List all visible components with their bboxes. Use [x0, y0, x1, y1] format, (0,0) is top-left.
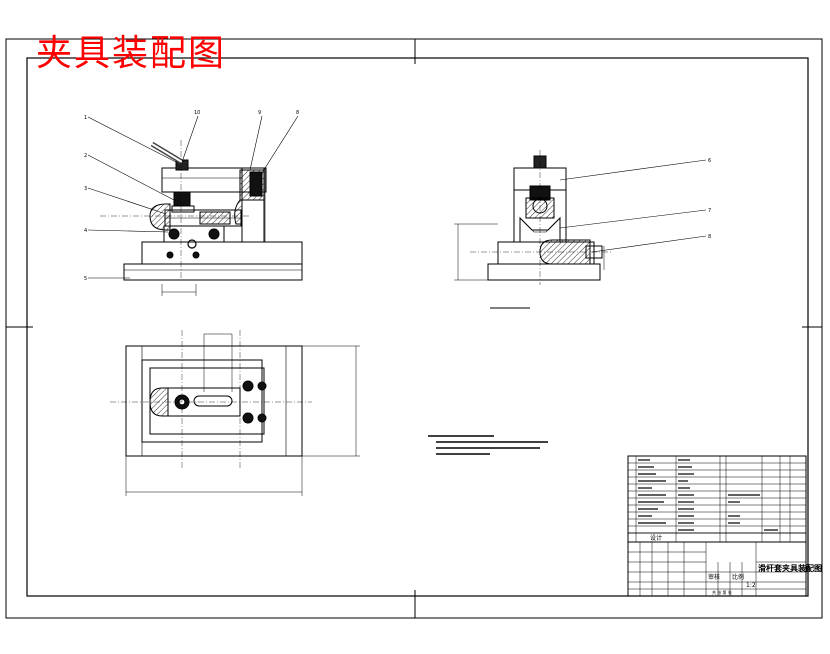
callout-2: 2 — [84, 153, 87, 159]
front-view-callouts: 1 2 3 4 5 10 9 8 — [84, 110, 299, 282]
drawing-title: 夹具装配图 — [36, 33, 227, 74]
scale-value: 1:2 — [746, 582, 756, 589]
title-block: 设计 — [627, 455, 807, 597]
sheet-label: 共 张 第 张 — [712, 589, 732, 595]
callout-3: 3 — [84, 186, 87, 192]
designer-label: 设计 — [650, 534, 662, 542]
centering-marks — [6, 39, 822, 618]
side-view-callouts: 6 7 8 — [708, 158, 711, 240]
callout-7: 7 — [708, 208, 711, 214]
title-block-text: 滑杆套夹具装配图 审核 比例 1:2 共 张 第 张 — [708, 563, 822, 595]
callout-4: 4 — [84, 228, 87, 234]
scale-label: 比例 — [732, 573, 744, 581]
part-name: 滑杆套夹具装配图 — [758, 563, 822, 573]
callout-9: 9 — [258, 110, 261, 116]
callout-5: 5 — [84, 276, 87, 282]
side-view — [454, 150, 707, 285]
inner-frame — [26, 57, 809, 597]
callout-10: 10 — [194, 110, 200, 116]
checker-label: 审核 — [708, 573, 720, 581]
callout-8: 8 — [296, 110, 299, 116]
callout-1: 1 — [84, 115, 87, 121]
technical-requirements — [428, 307, 548, 455]
top-view — [110, 330, 360, 496]
callout-8-side: 8 — [708, 234, 711, 240]
outer-border — [5, 38, 823, 619]
front-view — [87, 115, 303, 296]
callout-6: 6 — [708, 158, 711, 164]
